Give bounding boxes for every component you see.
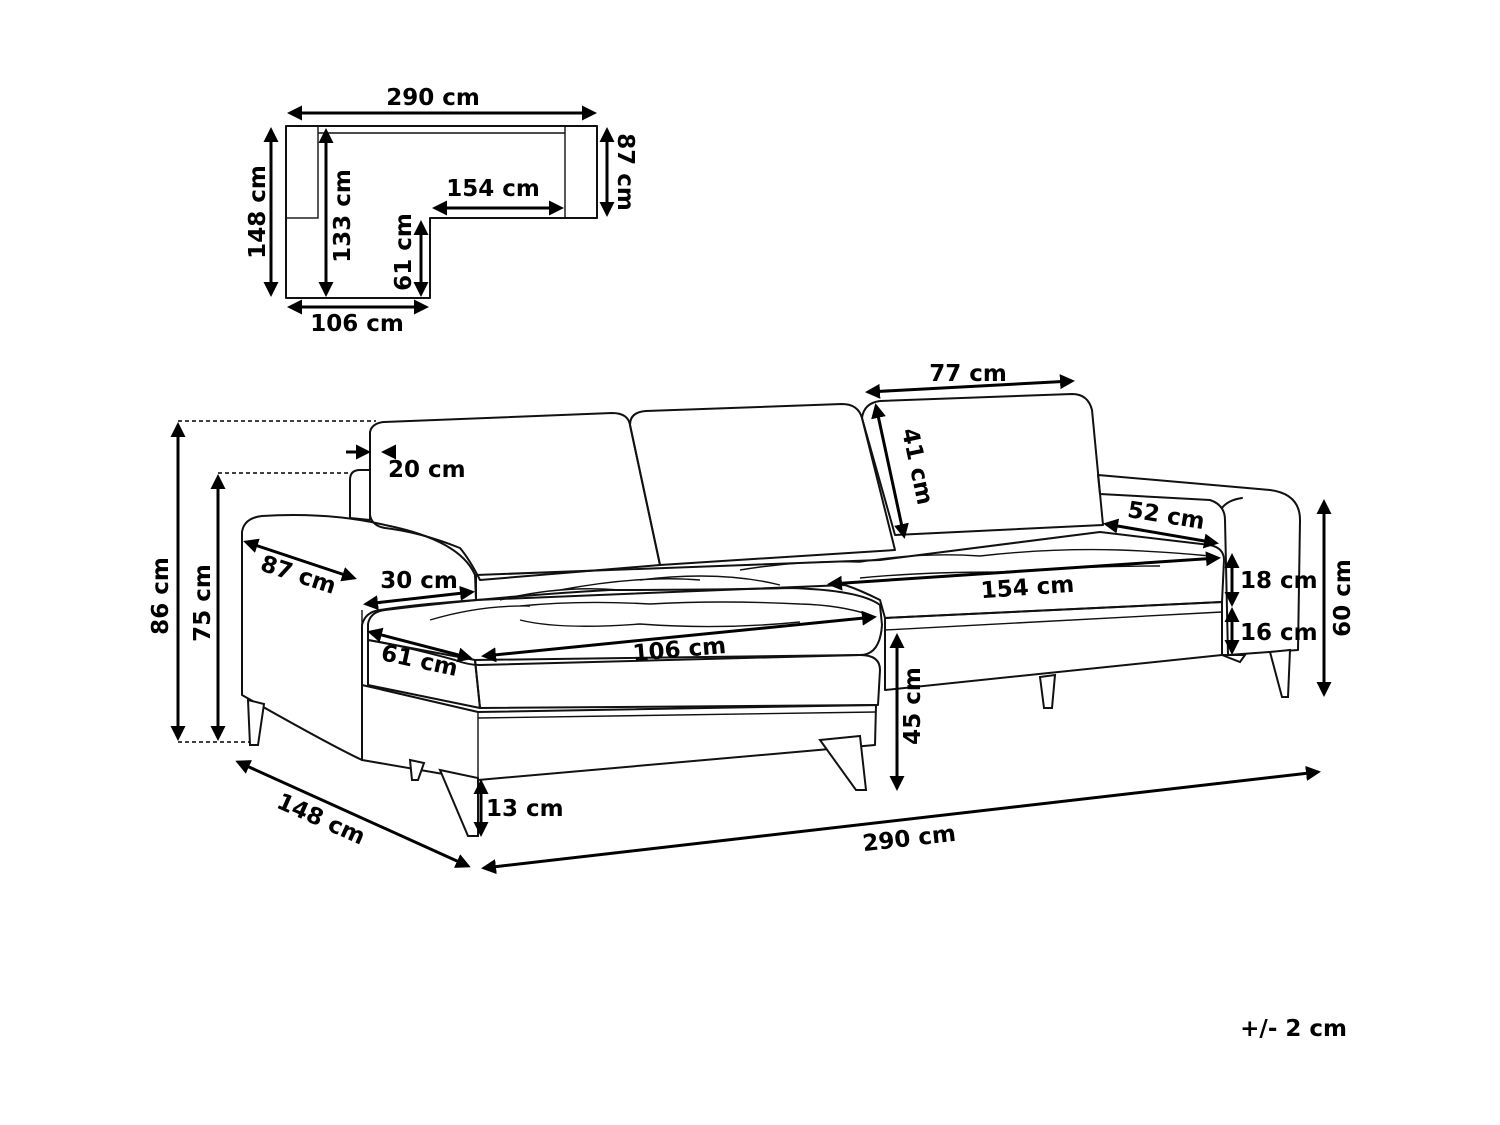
- label-290: 290 cm: [861, 821, 957, 857]
- label-16: 16 cm: [1240, 620, 1318, 646]
- dim-52: 52 cm: [1103, 497, 1219, 549]
- top-view-outline: [285, 125, 598, 299]
- label-30: 30 cm: [380, 568, 458, 594]
- label-41: 41 cm: [896, 426, 938, 507]
- label-86: 86 cm: [148, 557, 174, 635]
- leg-front-left: [246, 698, 266, 746]
- guide-lines: [178, 420, 376, 743]
- dim-154-seat: 154 cm: [827, 551, 1221, 604]
- top-dim-61: 61 cm: [391, 213, 429, 297]
- top-dim-106: 106 cm: [287, 299, 429, 337]
- dim-45: 45 cm: [889, 633, 926, 791]
- label-20: 20 cm: [388, 457, 466, 483]
- dim-290: 290 cm: [481, 765, 1321, 875]
- top-label-133: 133 cm: [330, 169, 356, 263]
- dim-75: 75 cm: [190, 474, 226, 741]
- label-13: 13 cm: [486, 796, 564, 822]
- label-154-seat: 154 cm: [980, 572, 1075, 604]
- label-45: 45 cm: [900, 667, 926, 745]
- dim-61-seat: 61 cm: [367, 627, 473, 682]
- dim-148: 148 cm: [235, 760, 471, 868]
- top-dim-87: 87 cm: [599, 127, 638, 217]
- top-dim-148: 148 cm: [245, 127, 279, 297]
- leg-front-chaise: [408, 758, 426, 781]
- top-label-106: 106 cm: [310, 311, 404, 337]
- top-label-290: 290 cm: [386, 85, 480, 111]
- dim-20: 20 cm: [346, 444, 466, 483]
- back-cushion-left: [369, 412, 661, 581]
- dim-18: 18 cm: [1224, 553, 1318, 607]
- leg-chaise-corner: [438, 768, 479, 837]
- top-dim-290: 290 cm: [287, 85, 597, 121]
- top-label-148: 148 cm: [245, 165, 271, 259]
- label-61-seat: 61 cm: [379, 640, 460, 682]
- label-106-seat: 106 cm: [632, 633, 728, 667]
- dim-41: 41 cm: [871, 403, 938, 539]
- dim-87-arm: 87 cm: [243, 538, 357, 600]
- label-60: 60 cm: [1330, 559, 1356, 637]
- label-77: 77 cm: [929, 361, 1007, 387]
- leg-main-middle: [1038, 673, 1057, 709]
- dim-16: 16 cm: [1224, 607, 1318, 655]
- leg-chaise-right: [818, 734, 868, 791]
- top-dim-154: 154 cm: [432, 176, 564, 216]
- label-18: 18 cm: [1240, 568, 1318, 594]
- top-label-61: 61 cm: [391, 213, 417, 291]
- dim-77: 77 cm: [865, 361, 1075, 399]
- label-75: 75 cm: [190, 564, 216, 642]
- dim-60: 60 cm: [1316, 499, 1356, 697]
- leg-right-back: [1268, 648, 1292, 698]
- dim-13: 13 cm: [473, 779, 564, 837]
- tolerance-note: +/- 2 cm: [1240, 1016, 1347, 1042]
- back-cushion-middle: [629, 403, 896, 566]
- dim-86: 86 cm: [148, 422, 186, 741]
- dim-30: 30 cm: [363, 568, 475, 611]
- top-label-87: 87 cm: [612, 133, 638, 211]
- top-label-154: 154 cm: [446, 176, 540, 202]
- leg-right-arm: [1221, 654, 1247, 664]
- main-seat-cushion: [475, 531, 1225, 619]
- top-dim-133: 133 cm: [318, 128, 356, 297]
